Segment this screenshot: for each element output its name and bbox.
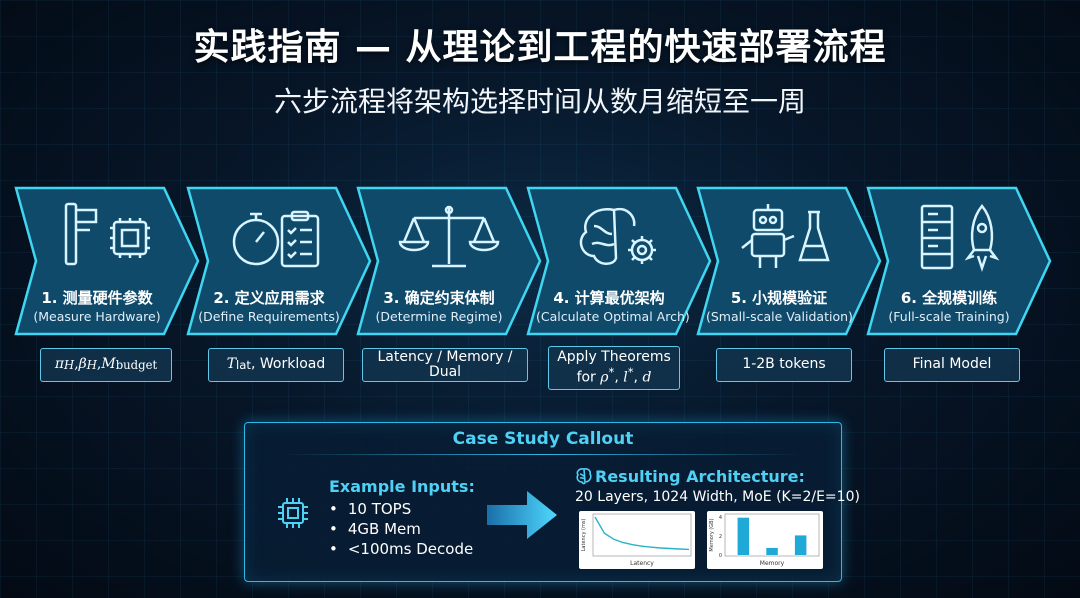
step-4: 4. 计算最优架构 (Calculate Optimal Arch) (526, 186, 712, 336)
l-symbol: l (623, 369, 628, 386)
latency-series-line (594, 516, 690, 551)
page-title: 实践指南 — 从理论到工程的快速部署流程 (193, 27, 887, 68)
d-symbol: d (642, 369, 652, 386)
output-validation: 1-2B tokens (716, 348, 852, 382)
separator: , (74, 356, 79, 373)
pi-subscript: H (64, 357, 75, 372)
workload-text: , Workload (251, 356, 326, 373)
step-2: 2. 定义应用需求 (Define Requirements) (186, 186, 372, 336)
chevron-shape (696, 186, 882, 336)
arrow-right-icon (487, 491, 557, 539)
brain-icon (576, 468, 592, 485)
m-subscript: budget (115, 357, 158, 372)
memory-chart: Memory (GB) Memory 4 2 0 (707, 511, 823, 569)
chip-icon (278, 498, 308, 528)
separator: , (614, 369, 624, 386)
stopwatch-checklist-icon (232, 210, 320, 268)
chevron-shape (866, 186, 1052, 336)
step-label: 2. 定义应用需求 (213, 289, 325, 307)
step-sublabel: (Define Requirements) (198, 309, 340, 324)
list-item: <100ms Decode (329, 539, 473, 559)
latency-chart: Latency (ms) Latency (579, 511, 695, 569)
step-sublabel: (Measure Hardware) (33, 309, 161, 324)
callout-title: Case Study Callout (452, 429, 634, 449)
inputs-title: Example Inputs: (329, 477, 475, 496)
server-rocket-icon (920, 204, 1000, 272)
step-6: 6. 全规模训练 (Full-scale Training) (866, 186, 1052, 336)
step-5: 5. 小规模验证 (Small-scale Validation) (696, 186, 882, 336)
list-item: 10 TOPS (329, 499, 473, 519)
y-tick-label: 2 (719, 534, 722, 540)
memory-bar (794, 535, 807, 555)
t-subscript: lat (236, 357, 251, 372)
separator: , (633, 369, 643, 386)
t-symbol: T (226, 356, 237, 373)
result-title: Resulting Architecture: (595, 467, 805, 486)
brain-gear-icon (579, 207, 656, 265)
x-axis-label: Memory (760, 560, 785, 567)
theorems-line2: for ρ*, l*, d (576, 364, 652, 386)
theorems-line1: Apply Theorems (557, 349, 671, 366)
chevron-shape (14, 186, 200, 336)
beta-symbol: β (78, 356, 87, 373)
output-theorems: Apply Theorems for ρ*, l*, d (548, 346, 680, 390)
step-1: 1. 测量硬件参数 (Measure Hardware) (14, 186, 200, 336)
memory-bar (766, 547, 778, 555)
callout-divider (285, 454, 801, 455)
step-sublabel: (Small-scale Validation) (706, 309, 853, 324)
inputs-list: 10 TOPS 4GB Mem <100ms Decode (329, 499, 473, 559)
chevron-shape (186, 186, 372, 336)
list-item: 4GB Mem (329, 519, 473, 539)
separator: , (96, 356, 102, 373)
l-star: * (627, 364, 634, 379)
rho-symbol: ρ (600, 369, 609, 386)
page-subtitle: 六步流程将架构选择时间从数月缩短至一周 (273, 85, 806, 118)
output-regime: Latency / Memory / Dual (362, 348, 528, 382)
for-text: for (576, 369, 601, 386)
step-sublabel: (Calculate Optimal Arch) (536, 309, 690, 324)
robot-flask-icon (741, 204, 830, 268)
m-symbol: M (101, 356, 116, 373)
step-sublabel: (Full-scale Training) (888, 309, 1010, 324)
chevron-shape (526, 186, 712, 336)
step-label: 3. 确定约束体制 (383, 289, 495, 307)
beta-subscript: H (86, 357, 97, 372)
caliper-chip-icon (64, 202, 150, 266)
case-study-callout: Case Study Callout Example Inputs: 10 TO… (244, 422, 860, 582)
y-axis-label: Latency (ms) (581, 519, 587, 552)
output-final-model: Final Model (884, 348, 1020, 382)
y-tick-label: 4 (719, 515, 722, 521)
step-label: 5. 小规模验证 (730, 289, 828, 307)
step-label: 4. 计算最优架构 (553, 289, 665, 307)
y-tick-label: 0 (719, 553, 722, 559)
memory-bar (737, 517, 750, 555)
step-sublabel: (Determine Regime) (375, 309, 503, 324)
step-3: 3. 确定约束体制 (Determine Regime) (356, 186, 542, 336)
balance-scale-icon (398, 205, 500, 268)
y-axis-label: Memory (GB) (709, 518, 715, 551)
x-axis-label: Latency (630, 560, 654, 567)
step-label: 6. 全规模训练 (900, 289, 998, 307)
rho-star: * (608, 364, 615, 379)
result-text: 20 Layers, 1024 Width, MoE (K=2/E=10) (575, 489, 860, 505)
step-label: 1. 测量硬件参数 (41, 289, 153, 307)
pi-symbol: π (54, 356, 65, 373)
